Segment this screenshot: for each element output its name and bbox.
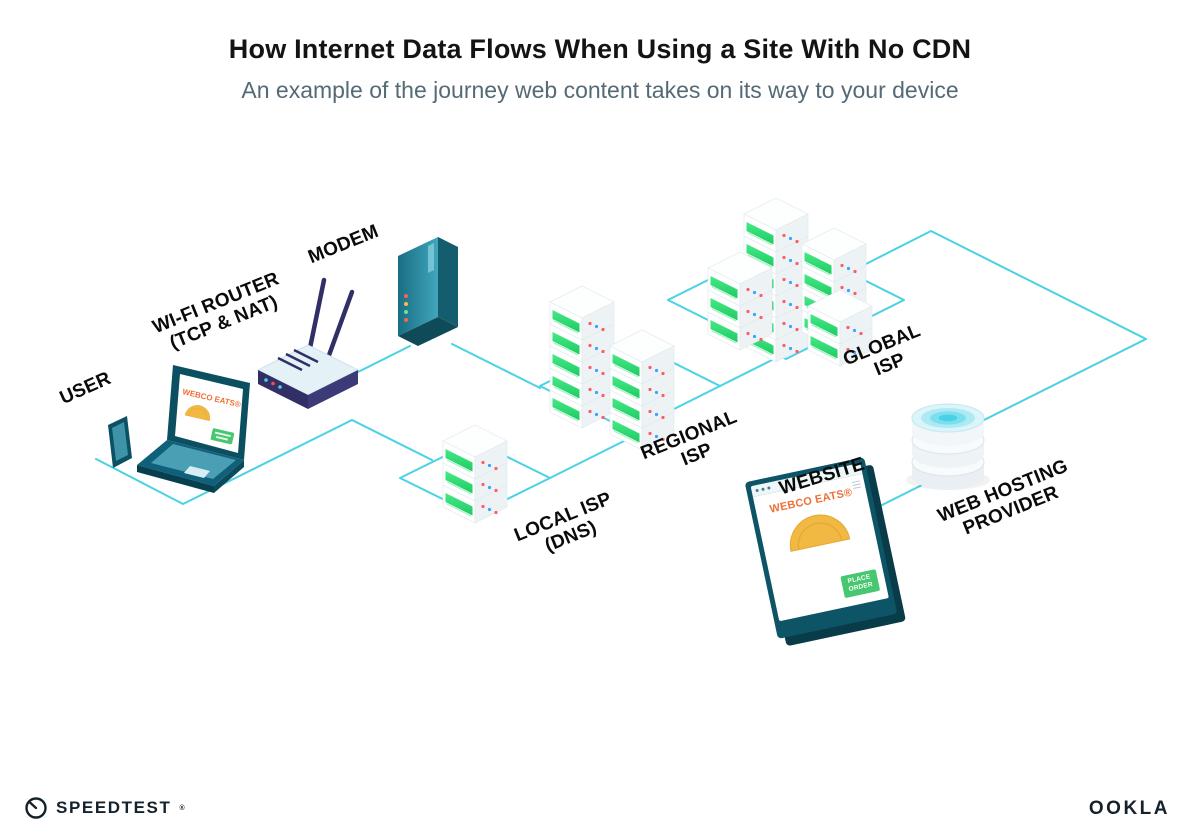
hosting-database-illustration [906, 403, 990, 490]
hamburger-menu-icon [851, 478, 862, 490]
global-isp-servers [707, 197, 873, 367]
connection-line [451, 343, 541, 389]
header: How Internet Data Flows When Using a Sit… [0, 34, 1200, 104]
browser-dot-icon [755, 488, 759, 493]
connection-line [95, 419, 353, 505]
local-isp-servers [442, 424, 508, 524]
router-illustration [257, 277, 359, 409]
browser-dot-icon [761, 487, 765, 492]
page-title: How Internet Data Flows When Using a Sit… [228, 34, 972, 64]
gauge-icon [25, 797, 47, 819]
speedtest-wordmark: SPEEDTEST [56, 798, 172, 817]
connection-line [861, 230, 1147, 425]
ookla-logo: OOKLA [1089, 798, 1170, 820]
website-page: WEBCO EATS® PLACE ORDER [752, 473, 889, 622]
speedtest-logo: SPEEDTEST ® [24, 796, 185, 820]
regional-isp-servers [549, 285, 675, 451]
connection-line [549, 438, 629, 479]
speedtest-trademark: ® [179, 804, 185, 812]
phone-illustration [108, 416, 132, 468]
connection-line [351, 419, 433, 461]
place-order-button: PLACE ORDER [839, 568, 881, 599]
modem-illustration [398, 237, 458, 346]
laptop-illustration: WEBCO EATS® [137, 365, 250, 493]
ookla-wordmark: OOKLA [1088, 798, 1170, 819]
browser-dot-icon [767, 486, 771, 490]
page-subtitle: An example of the journey web content ta… [241, 77, 959, 103]
